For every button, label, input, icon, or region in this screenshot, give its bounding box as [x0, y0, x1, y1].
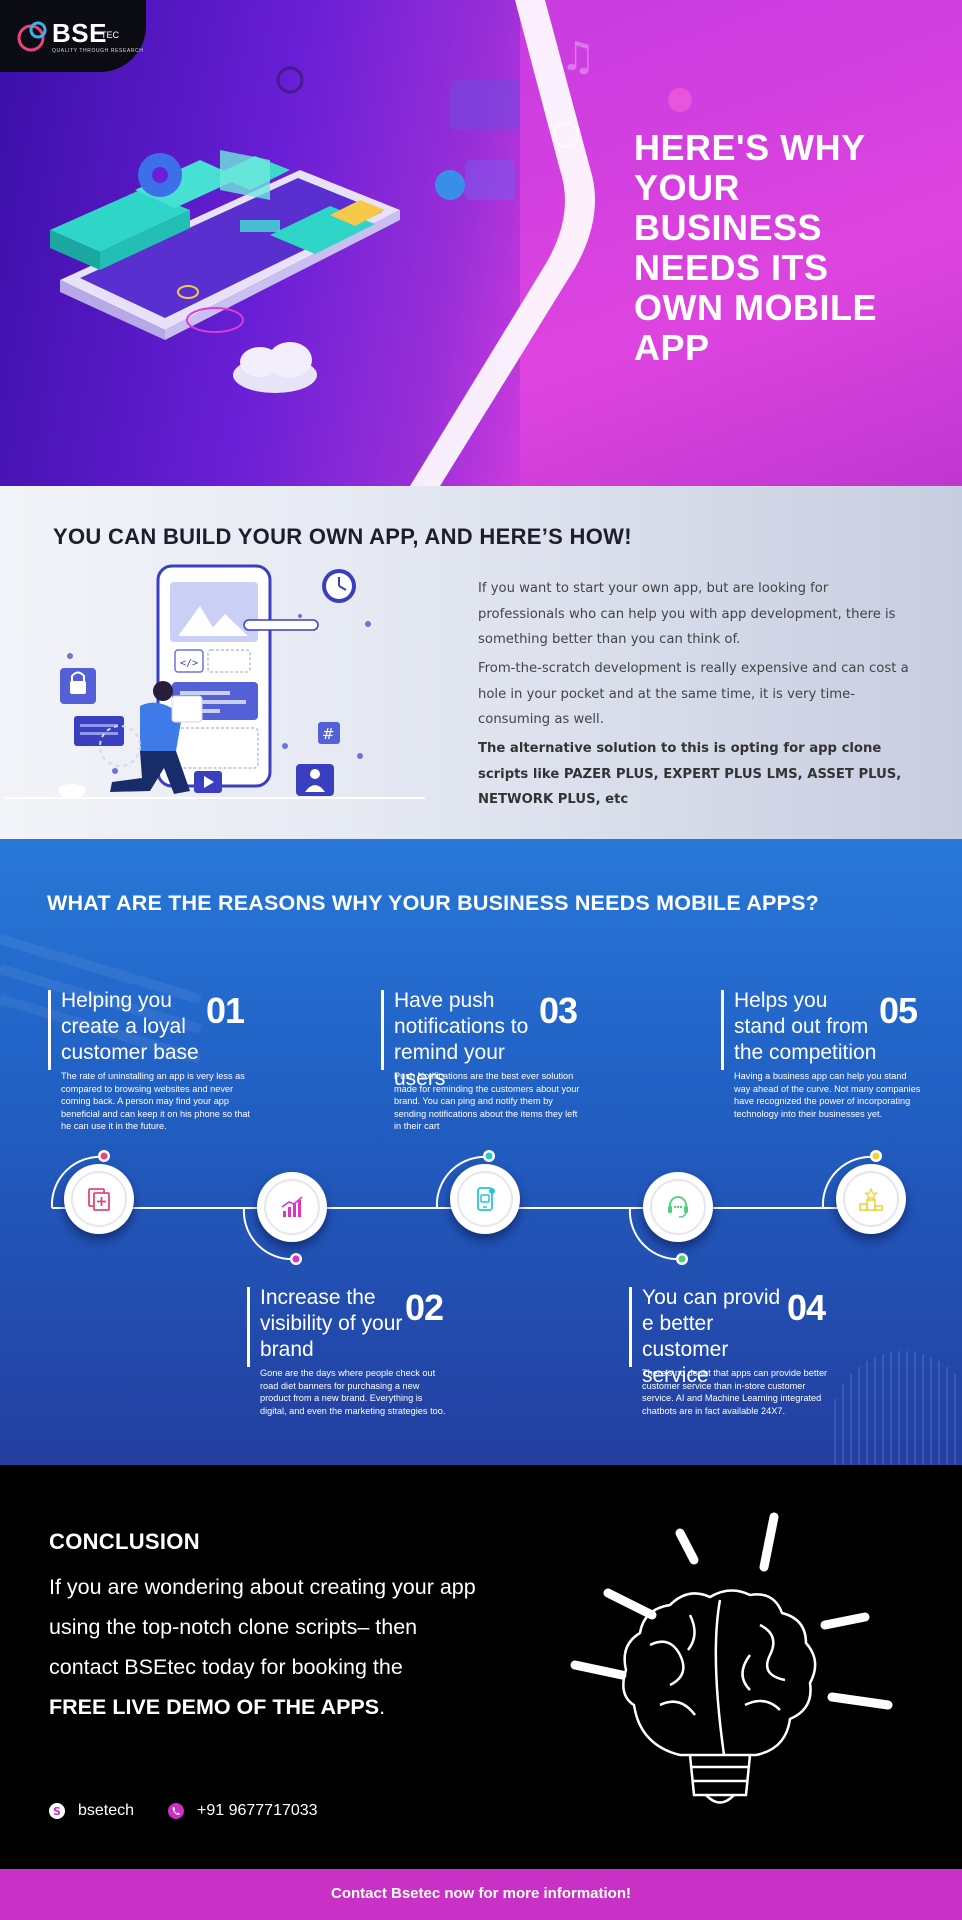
reason-description: The rate of uninstalling an app is very … — [61, 1071, 250, 1132]
skype-contact[interactable]: S bsetech — [49, 1802, 134, 1820]
reasons-section: WHAT ARE THE REASONS WHY YOUR BUSINESS N… — [0, 839, 962, 1465]
svg-text:#: # — [322, 725, 335, 743]
reason-number: 04 — [787, 1287, 826, 1328]
conclusion-highlight[interactable]: FREE LIVE DEMO OF THE APPS — [49, 1695, 380, 1719]
hero-banner: ♫ BSE TEC QUALITY THROUGH RESEARCH HERE'… — [0, 0, 962, 486]
conclusion-body: If you are wondering about creating your… — [49, 1567, 489, 1727]
growth-chart-icon-glyph — [281, 1196, 303, 1217]
support-headset-icon-glyph — [668, 1196, 688, 1218]
support-headset-icon — [643, 1172, 713, 1242]
reason-description: Gone are the days where people check out… — [260, 1368, 446, 1416]
podium-icon-glyph — [859, 1187, 883, 1211]
hero-magenta-panel — [520, 0, 962, 486]
card-accent-bar — [247, 1287, 250, 1367]
reason-number: 05 — [879, 990, 918, 1031]
phone-contact[interactable]: +91 9677717033 — [168, 1802, 318, 1820]
mobile-notification-icon-glyph — [477, 1187, 495, 1211]
reasons-title: WHAT ARE THE REASONS WHY YOUR BUSINESS N… — [47, 891, 819, 915]
conclusion-section: CONCLUSION If you are wondering about cr… — [0, 1465, 962, 1869]
reason-title: You can provid e better customer service — [642, 1286, 781, 1387]
mobile-notification-icon — [450, 1164, 520, 1234]
hero-title-line-3: BUSINESS — [634, 207, 823, 248]
brand-logo-icon — [17, 21, 47, 52]
build-title: YOU CAN BUILD YOUR OWN APP, AND HERE’S H… — [53, 524, 632, 549]
hero-title-line-1: HERE'S WHY — [634, 127, 866, 168]
whatsapp-icon — [168, 1803, 184, 1819]
reason-number: 01 — [206, 990, 245, 1031]
conclusion-title: CONCLUSION — [49, 1529, 200, 1554]
svg-text:S: S — [53, 1805, 61, 1818]
brand-suffix: TEC — [101, 30, 119, 40]
footer-cta-text: Contact Bsetec now for more information! — [330, 1885, 632, 1902]
skype-id: bsetech — [78, 1802, 135, 1819]
reason-description: Having a business app can help you stand… — [734, 1071, 921, 1119]
reason-title: Helping you create a loyal customer base — [61, 989, 199, 1064]
svg-text:</>: </> — [180, 658, 198, 669]
hero-illustration: ♫ — [50, 0, 692, 486]
reason-number: 02 — [405, 1287, 444, 1328]
conclusion-text: If you are wondering about creating your… — [49, 1575, 476, 1679]
phone-number: +91 9677717033 — [197, 1802, 318, 1819]
hero-title-line-2: YOUR — [634, 167, 741, 208]
hero-title: HERE'S WHY YOUR BUSINESS NEEDS ITS OWN M… — [634, 128, 934, 368]
reason-number: 03 — [539, 990, 578, 1031]
add-document-icon-glyph — [88, 1188, 110, 1211]
podium-icon — [836, 1164, 906, 1234]
footer-banner[interactable]: Contact Bsetec now for more information! — [0, 1869, 962, 1920]
reason-title: Increase the visibility of your brand — [260, 1286, 403, 1361]
hero-title-line-6: APP — [634, 327, 710, 368]
reason-description: Push Notifications are the best ever sol… — [394, 1071, 580, 1132]
build-paragraph-3: The alternative solution to this is opti… — [478, 741, 902, 807]
build-section: YOU CAN BUILD YOUR OWN APP, AND HERE’S H… — [0, 486, 962, 839]
skype-icon: S — [49, 1803, 65, 1819]
card-accent-bar — [629, 1287, 632, 1367]
hero-title-line-5b: MOBILE — [734, 287, 877, 328]
card-accent-bar — [721, 990, 724, 1070]
brain-bulb-icon — [570, 1512, 893, 1804]
reasons-decoration — [0, 934, 956, 1465]
build-paragraph-1: If you want to start your own app, but a… — [478, 581, 896, 647]
hero-title-line-4: NEEDS ITS — [634, 247, 829, 288]
brand-tagline: QUALITY THROUGH RESEARCH — [52, 48, 144, 54]
reason-title: Have push notifications to remind your u… — [394, 989, 529, 1090]
brand-name: BSE — [52, 18, 107, 48]
card-accent-bar — [381, 990, 384, 1070]
growth-chart-icon — [257, 1172, 327, 1242]
app-builder-illustration: </> # — [5, 564, 425, 799]
card-accent-bar — [48, 990, 51, 1070]
brand-logo[interactable]: BSE TEC QUALITY THROUGH RESEARCH — [0, 0, 146, 72]
reason-title: Helps you stand out from the competition — [734, 989, 877, 1064]
add-document-icon — [64, 1164, 134, 1234]
conclusion-end: . — [379, 1695, 386, 1719]
build-paragraph-2: From-the-scratch development is really e… — [478, 661, 909, 727]
hero-title-line-5: OWN — [634, 287, 724, 328]
reason-description: There's no doubt that apps can provide b… — [642, 1368, 828, 1416]
svg-text:♫: ♫ — [560, 34, 596, 80]
